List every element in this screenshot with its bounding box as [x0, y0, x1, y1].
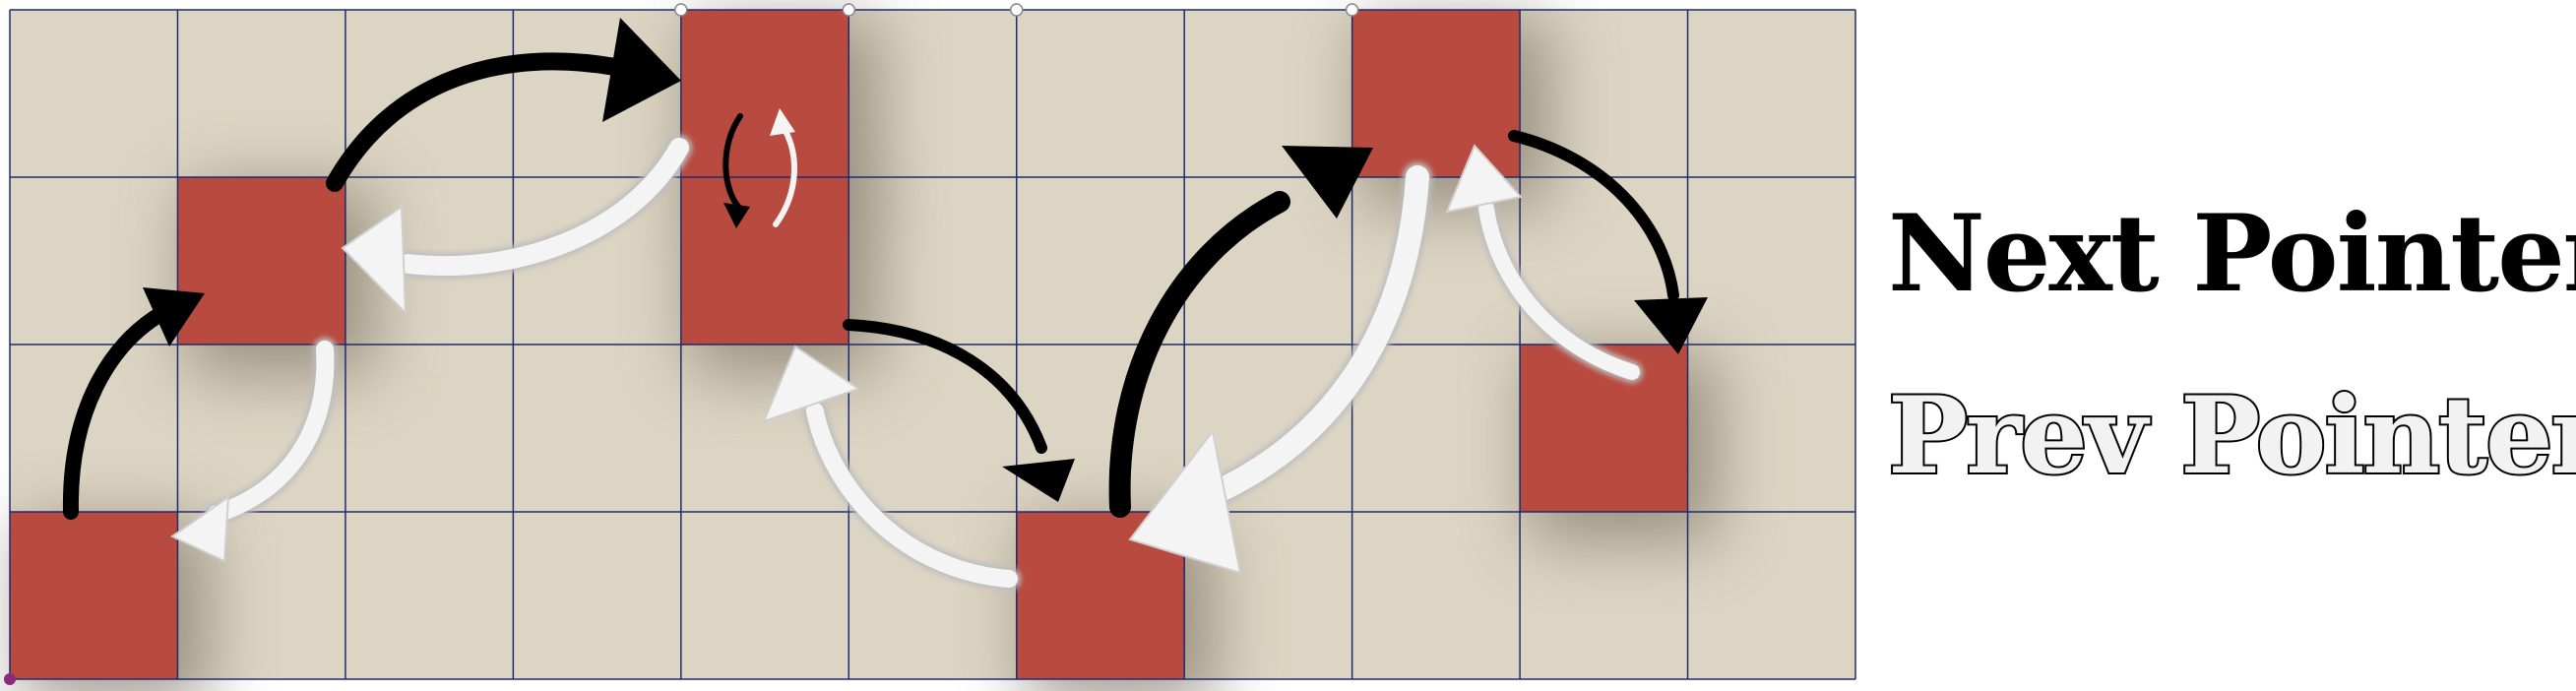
handle-icon	[1009, 3, 1024, 17]
arrowhead-icon	[143, 287, 205, 346]
black-curved-arrow-icon	[326, 52, 624, 192]
legend-prev-pointer: Prev Pointer	[1888, 374, 2576, 498]
arrowhead-icon	[770, 108, 795, 136]
arrowhead-icon	[602, 18, 681, 122]
arrowhead-icon	[1282, 146, 1373, 219]
legend: Next Pointer Prev Pointer	[1886, 192, 2576, 500]
black-curved-arrow-icon	[1108, 191, 1290, 518]
prev-arrow-9-to-8	[1445, 144, 1643, 383]
self-loop	[723, 108, 797, 228]
arrowhead-icon	[762, 345, 861, 423]
white-curved-arrow-icon	[1478, 201, 1640, 380]
filled-cells	[10, 10, 1688, 679]
arrowhead-icon	[723, 203, 750, 228]
prev-arrow-4-to-1	[341, 135, 692, 316]
handle-icon	[674, 3, 688, 17]
filled-cell-5	[1351, 10, 1521, 177]
self-loop-icon	[723, 113, 743, 212]
next-arrow-1-to-4	[326, 18, 681, 192]
pointer-arrows	[62, 18, 1708, 591]
grid-board	[4, 3, 1856, 691]
white-curved-arrow-icon	[208, 341, 335, 523]
arrowhead-icon	[1002, 459, 1075, 502]
white-curved-arrow-icon	[806, 403, 1018, 588]
arrowhead-icon	[341, 205, 408, 316]
arrowhead-icon	[1128, 428, 1242, 575]
legend-next-pointer: Next Pointer	[1888, 192, 2576, 316]
black-curved-arrow-icon	[62, 305, 170, 520]
white-curved-arrow-icon	[399, 138, 689, 277]
next-arrow-0-to-1	[62, 287, 205, 520]
top-handles	[674, 3, 1359, 17]
next-arrow-4-to-6	[843, 319, 1075, 502]
filled-cell-2	[680, 10, 849, 177]
handle-icon	[842, 3, 856, 17]
filled-cell-3	[680, 177, 849, 345]
arrowhead-icon	[170, 494, 230, 563]
prev-arrow-1-to-0	[170, 338, 338, 563]
next-arrow-8-to-9	[1508, 130, 1708, 354]
prev-arrow-6-to-4	[762, 345, 1021, 591]
corner-handle-icon	[4, 673, 16, 685]
arrowhead-icon	[1445, 144, 1523, 214]
filled-cell-1	[177, 177, 346, 345]
filled-cell-0	[10, 512, 178, 679]
handle-icon	[1345, 3, 1359, 17]
prev-arrow-8-to-6	[1128, 162, 1432, 575]
self-loop-icon	[773, 123, 797, 227]
arrowhead-icon	[1634, 297, 1708, 354]
black-curved-arrow-icon	[843, 319, 1047, 454]
black-curved-arrow-icon	[1508, 130, 1679, 301]
white-curved-arrow-icon	[1209, 165, 1429, 502]
next-arrow-6-to-8	[1108, 146, 1373, 518]
